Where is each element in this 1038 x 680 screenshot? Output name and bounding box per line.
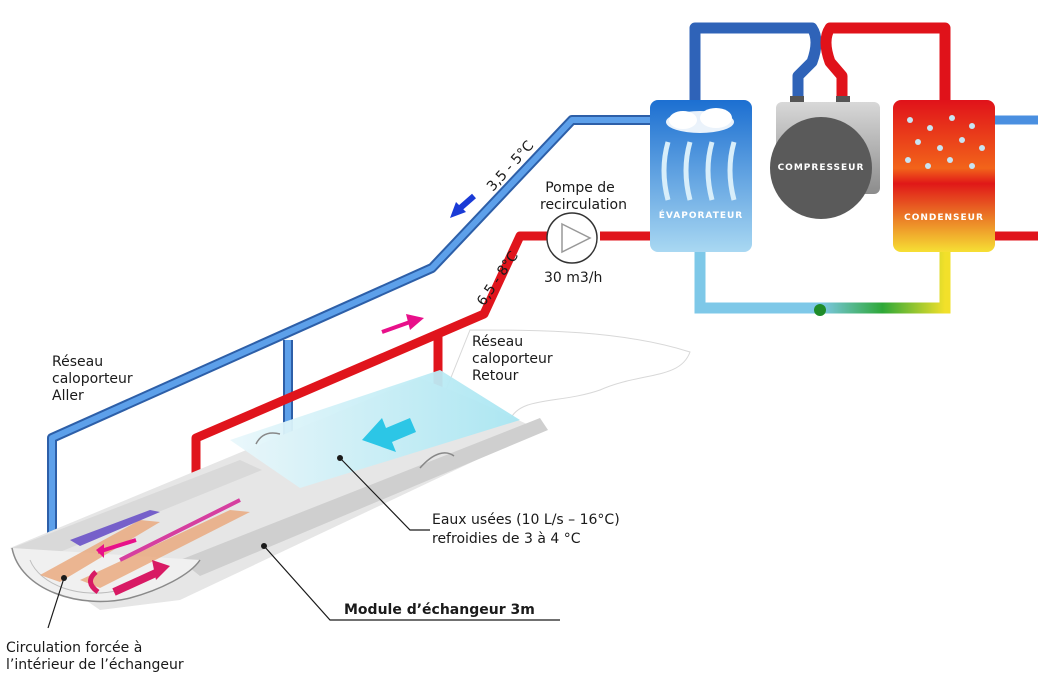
- return-network-label: Réseau caloporteur Retour: [472, 334, 553, 385]
- pump-flow-rate: 30 m3/h: [544, 270, 603, 286]
- supply-network-line1: Réseau: [52, 354, 104, 370]
- pump-label-line1: Pompe de: [545, 180, 615, 196]
- return-flow-arrow-icon: [406, 314, 424, 330]
- pump-label-line2: recirculation: [540, 197, 627, 213]
- pump-label: Pompe de recirculation: [540, 180, 627, 214]
- wastewater-line1: Eaux usées (10 L/s – 16°C): [432, 512, 620, 528]
- evaporator-label: ÉVAPORATEUR: [658, 211, 744, 221]
- evaporator-unit: [650, 100, 752, 252]
- return-network-line2: caloporteur: [472, 351, 553, 367]
- circulation-line2: l’intérieur de l’échangeur: [6, 657, 184, 673]
- condenser-outlet-pipes: [995, 115, 1038, 241]
- supply-flow-arrow-icon: [450, 202, 466, 218]
- wastewater-line2: refroidies de 3 à 4 °C: [432, 531, 581, 547]
- condenser-unit: [893, 100, 995, 252]
- refrigerant-loop: [689, 22, 951, 316]
- condenser-label: CONDENSEUR: [904, 213, 984, 223]
- return-network-line3: Retour: [472, 368, 519, 384]
- circulation-label: Circulation forcée à l’intérieur de l’éc…: [6, 640, 184, 674]
- circulation-line1: Circulation forcée à: [6, 640, 143, 656]
- flow-arrows: [381, 193, 476, 334]
- supply-network-line2: caloporteur: [52, 371, 133, 387]
- compressor-label: COMPRESSEUR: [777, 163, 865, 173]
- compressor-unit: [770, 96, 880, 219]
- module-label: Module d’échangeur 3m: [344, 602, 535, 618]
- wastewater-label: Eaux usées (10 L/s – 16°C) refroidies de…: [432, 512, 620, 548]
- expansion-valve-icon: [814, 304, 826, 316]
- supply-network-line3: Aller: [52, 388, 84, 404]
- return-network-line1: Réseau: [472, 334, 524, 350]
- wastewater-flow-arrow-icon: [362, 418, 416, 452]
- recirculation-pump-icon: [546, 212, 598, 264]
- supply-network-label: Réseau caloporteur Aller: [52, 354, 133, 405]
- exchanger-module: [10, 329, 691, 610]
- leader-lines: [47, 455, 560, 629]
